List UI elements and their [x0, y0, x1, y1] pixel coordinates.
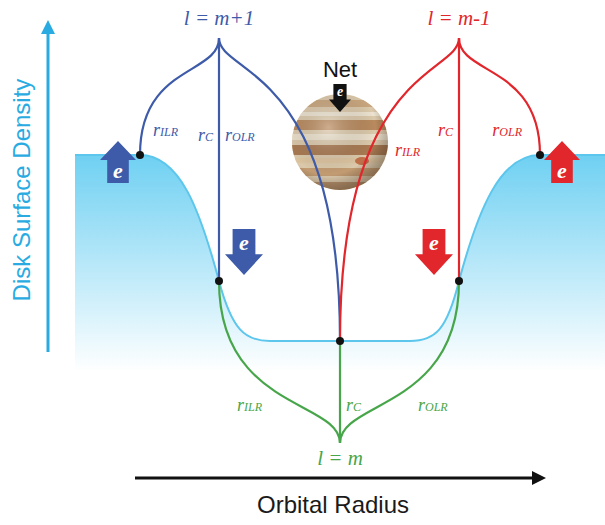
arrow-shape: e: [225, 229, 263, 275]
resonance-label: rILR: [237, 395, 262, 416]
resonance-label: rOLR: [418, 395, 448, 416]
x-axis-arrow: [135, 477, 534, 480]
net-eccentricity-arrow: Net e: [323, 58, 357, 112]
eccentricity-arrow: e: [415, 229, 453, 275]
resonance-label: rILR: [153, 120, 178, 141]
arrow-shape: e: [329, 84, 351, 112]
arrow-symbol: e: [239, 232, 249, 254]
y-axis-arrow: [47, 32, 50, 352]
eccentricity-arrow: e: [225, 229, 263, 275]
y-axis-arrowhead: [41, 20, 55, 34]
eccentricity-arrow: e: [544, 141, 580, 183]
arrow-shape: e: [100, 141, 136, 183]
arrow-symbol: e: [337, 85, 343, 99]
arrow-polygon: [100, 141, 136, 183]
mode-label: l = m+1: [184, 6, 254, 30]
axis-title: Orbital Radius: [257, 491, 409, 519]
arrow-polygon: [415, 229, 453, 275]
arrow-shape: e: [415, 229, 453, 275]
green-resonance-fork: [219, 281, 459, 443]
eccentricity-arrow: e: [100, 141, 136, 183]
blue-resonance-fork: [140, 38, 340, 341]
arrow-symbol: e: [557, 160, 567, 182]
arrow-polygon: [329, 84, 351, 112]
axis-title: Disk Surface Density: [8, 79, 36, 302]
resonance-label: rILR: [395, 140, 420, 161]
arrow-polygon: [544, 141, 580, 183]
resonance-label: rOLR: [492, 120, 522, 141]
resonance-label: rC: [198, 125, 213, 146]
arrow-shape: e: [544, 141, 580, 183]
resonance-dots: [136, 151, 544, 345]
mode-label: l = m-1: [427, 6, 490, 30]
arrow-polygon: [225, 229, 263, 275]
arrow-symbol: e: [429, 232, 439, 254]
red-resonance-fork: [340, 38, 540, 341]
node-heading: Net: [323, 58, 357, 82]
x-axis-arrowhead: [532, 471, 546, 485]
mode-label: l = m: [317, 446, 363, 470]
arrow-symbol: e: [113, 160, 123, 182]
resonance-label: rC: [346, 395, 361, 416]
resonance-label: rOLR: [225, 125, 255, 146]
resonance-label: rC: [438, 120, 453, 141]
